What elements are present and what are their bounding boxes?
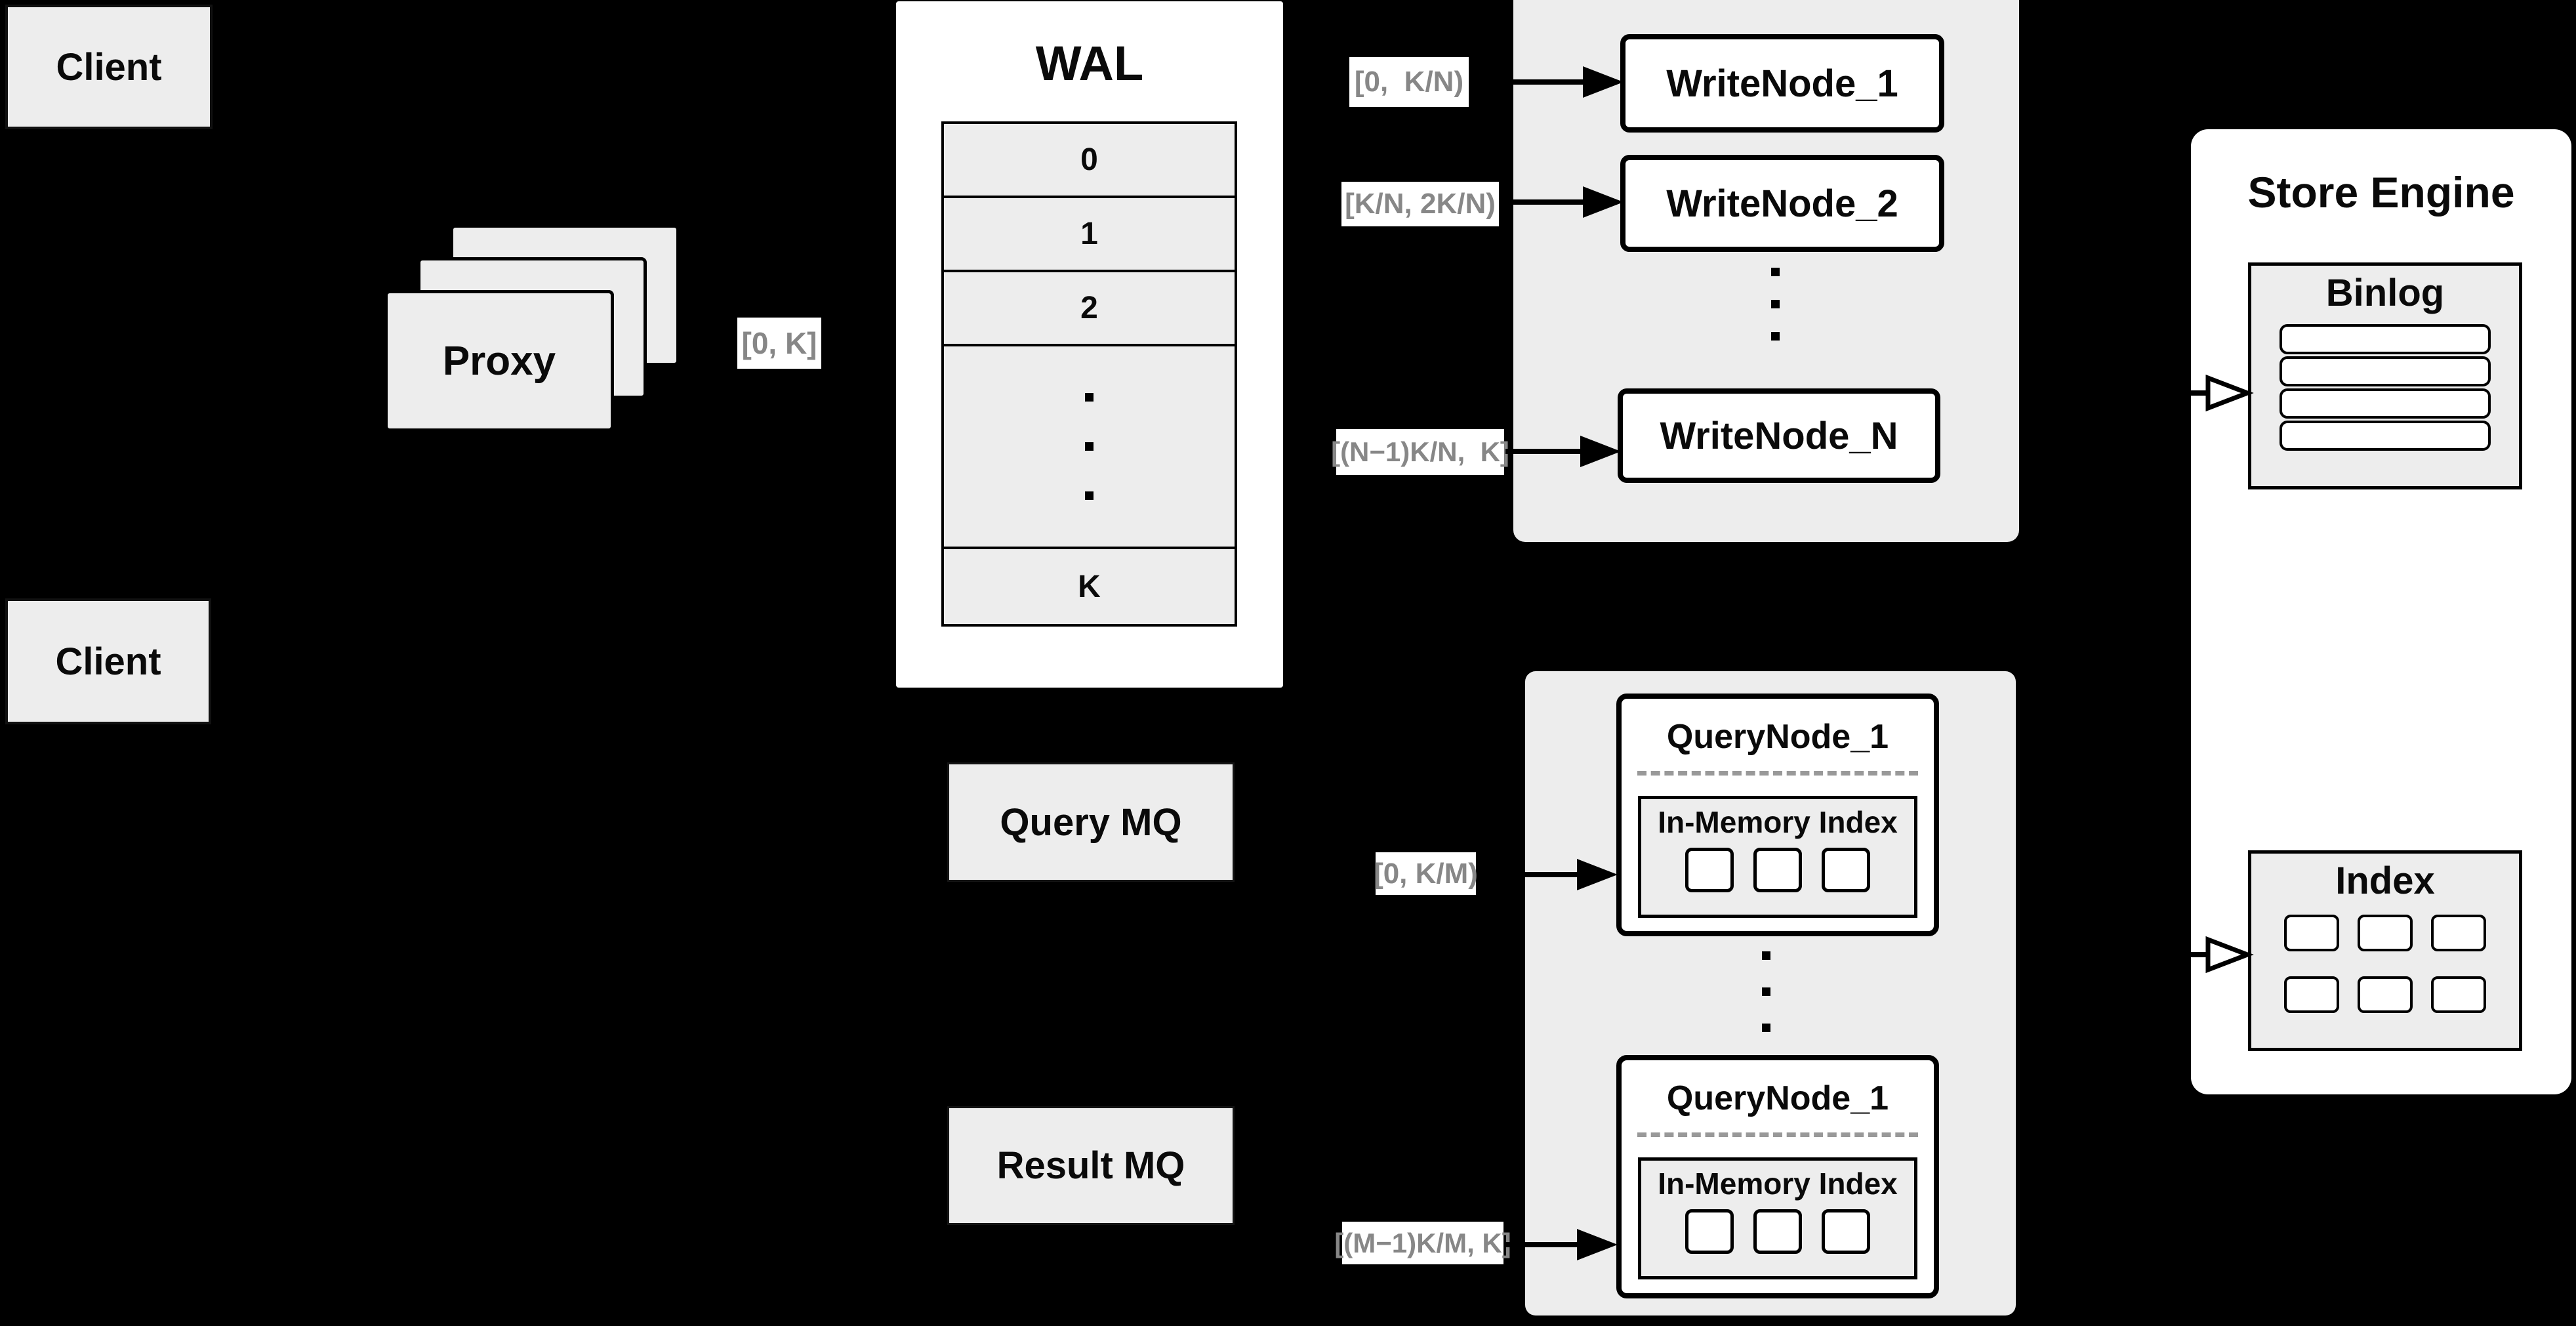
binlog-row <box>2280 324 2491 354</box>
range-label-write-n-text: [(N−1)K/N, K] <box>1331 436 1509 467</box>
wal-container: WAL 0 1 2 K <box>896 1 1283 688</box>
in-memory-index-bottom: In-Memory Index <box>1638 1157 1917 1279</box>
arrow-to-write-node-1 <box>1473 66 1624 98</box>
arrow-to-query-node-bottom <box>1505 1229 1618 1260</box>
client-top-label: Client <box>56 45 162 89</box>
arrow-to-query-node-top <box>1477 859 1618 890</box>
arrow-open-to-binlog <box>2186 374 2254 412</box>
ellipsis-dot <box>1085 442 1094 451</box>
binlog-row <box>2280 356 2491 386</box>
segment-square <box>1685 848 1734 892</box>
index-cell <box>2431 976 2486 1013</box>
binlog-row <box>2280 421 2491 451</box>
client-node-top: Client <box>5 5 213 129</box>
segment-square <box>1685 1209 1734 1254</box>
client-bottom-label: Client <box>55 640 161 683</box>
ellipsis-dot <box>1762 1024 1770 1032</box>
arrow-open-to-index <box>2186 936 2254 974</box>
range-label-proxy-out-text: [0, K] <box>741 326 817 360</box>
range-label-write-n: [(N−1)K/N, K] <box>1331 429 1509 475</box>
binlog-title: Binlog <box>2325 272 2445 314</box>
ellipsis-dot <box>1085 491 1094 500</box>
wal-title: WAL <box>1035 36 1144 91</box>
store-engine-container: Store Engine Binlog Index <box>2191 129 2571 1094</box>
wal-row-k-label: K <box>1078 569 1101 604</box>
query-node-bottom: QueryNode_1 In-Memory Index <box>1616 1055 1939 1298</box>
index-cell <box>2358 976 2413 1013</box>
ellipsis-dot <box>1085 393 1094 402</box>
write-node-n-label: WriteNode_N <box>1660 414 1898 457</box>
range-label-proxy-out: [0, K] <box>737 318 821 369</box>
range-label-write-2-text: [K/N, 2K/N) <box>1345 188 1496 220</box>
result-mq-label: Result MQ <box>996 1144 1185 1187</box>
segment-squares <box>1641 1209 1914 1254</box>
write-node-2: WriteNode_2 <box>1620 155 1944 252</box>
query-mq-node: Query MQ <box>947 762 1235 882</box>
wal-log-table: 0 1 2 K <box>941 121 1237 627</box>
index-cell <box>2431 915 2486 951</box>
range-label-query-1-text: [0, K/M) <box>1374 857 1478 890</box>
index-grid <box>2251 915 2519 1013</box>
proxy-label: Proxy <box>442 338 556 384</box>
result-mq-node: Result MQ <box>947 1106 1235 1225</box>
query-mq-label: Query MQ <box>1000 800 1182 844</box>
dashed-divider <box>1637 771 1918 776</box>
client-node-bottom: Client <box>5 598 211 724</box>
binlog-box: Binlog <box>2248 262 2522 489</box>
segment-square <box>1753 1209 1802 1254</box>
binlog-row <box>2280 388 2491 419</box>
index-box: Index <box>2248 850 2522 1051</box>
store-engine-title: Store Engine <box>2247 168 2515 217</box>
wal-row-1-label: 1 <box>1080 217 1098 251</box>
range-label-query-m: [(M−1)K/M, K] <box>1334 1222 1511 1264</box>
arrow-to-write-node-2 <box>1500 186 1624 218</box>
wal-row-0: 0 <box>944 124 1235 198</box>
write-node-1: WriteNode_1 <box>1620 34 1944 133</box>
range-label-query-m-text: [(M−1)K/M, K] <box>1334 1227 1511 1258</box>
index-title: Index <box>2335 860 2435 902</box>
ellipsis-dot <box>1771 268 1780 276</box>
ellipsis-dot <box>1771 300 1780 308</box>
query-node-bottom-title: QueryNode_1 <box>1666 1079 1889 1117</box>
segment-square <box>1753 848 1802 892</box>
range-label-write-1: [0, K/N) <box>1349 57 1469 107</box>
range-label-write-1-text: [0, K/N) <box>1354 66 1464 98</box>
in-memory-index-bottom-title: In-Memory Index <box>1658 1167 1898 1201</box>
segment-square <box>1822 848 1870 892</box>
wal-row-ellipsis <box>944 346 1235 549</box>
write-node-n: WriteNode_N <box>1618 388 1940 483</box>
wal-row-2: 2 <box>944 272 1235 346</box>
arrow-to-write-node-n <box>1505 436 1621 467</box>
index-cell <box>2284 976 2339 1013</box>
query-node-top-title: QueryNode_1 <box>1666 718 1889 756</box>
wal-row-k: K <box>944 549 1235 624</box>
write-node-2-label: WriteNode_2 <box>1666 182 1898 225</box>
wal-row-2-label: 2 <box>1080 291 1098 325</box>
dashed-divider <box>1637 1132 1918 1137</box>
in-memory-index-top-title: In-Memory Index <box>1658 805 1898 839</box>
index-cell <box>2284 915 2339 951</box>
proxy-node: Proxy <box>384 290 614 432</box>
range-label-write-2: [K/N, 2K/N) <box>1341 182 1499 226</box>
query-node-top: QueryNode_1 In-Memory Index <box>1616 694 1939 936</box>
wal-row-1: 1 <box>944 198 1235 272</box>
wal-row-0-label: 0 <box>1080 142 1098 177</box>
segment-squares <box>1641 848 1914 892</box>
in-memory-index-top: In-Memory Index <box>1638 796 1917 918</box>
range-label-query-1: [0, K/M) <box>1374 852 1478 895</box>
segment-square <box>1822 1209 1870 1254</box>
write-node-1-label: WriteNode_1 <box>1666 62 1898 105</box>
ellipsis-dot <box>1762 987 1770 996</box>
binlog-rows <box>2251 324 2519 451</box>
ellipsis-dot <box>1771 332 1780 341</box>
index-cell <box>2358 915 2413 951</box>
query-node-ellipsis <box>1762 951 1770 1032</box>
write-node-ellipsis <box>1771 268 1780 341</box>
ellipsis-dot <box>1762 951 1770 960</box>
